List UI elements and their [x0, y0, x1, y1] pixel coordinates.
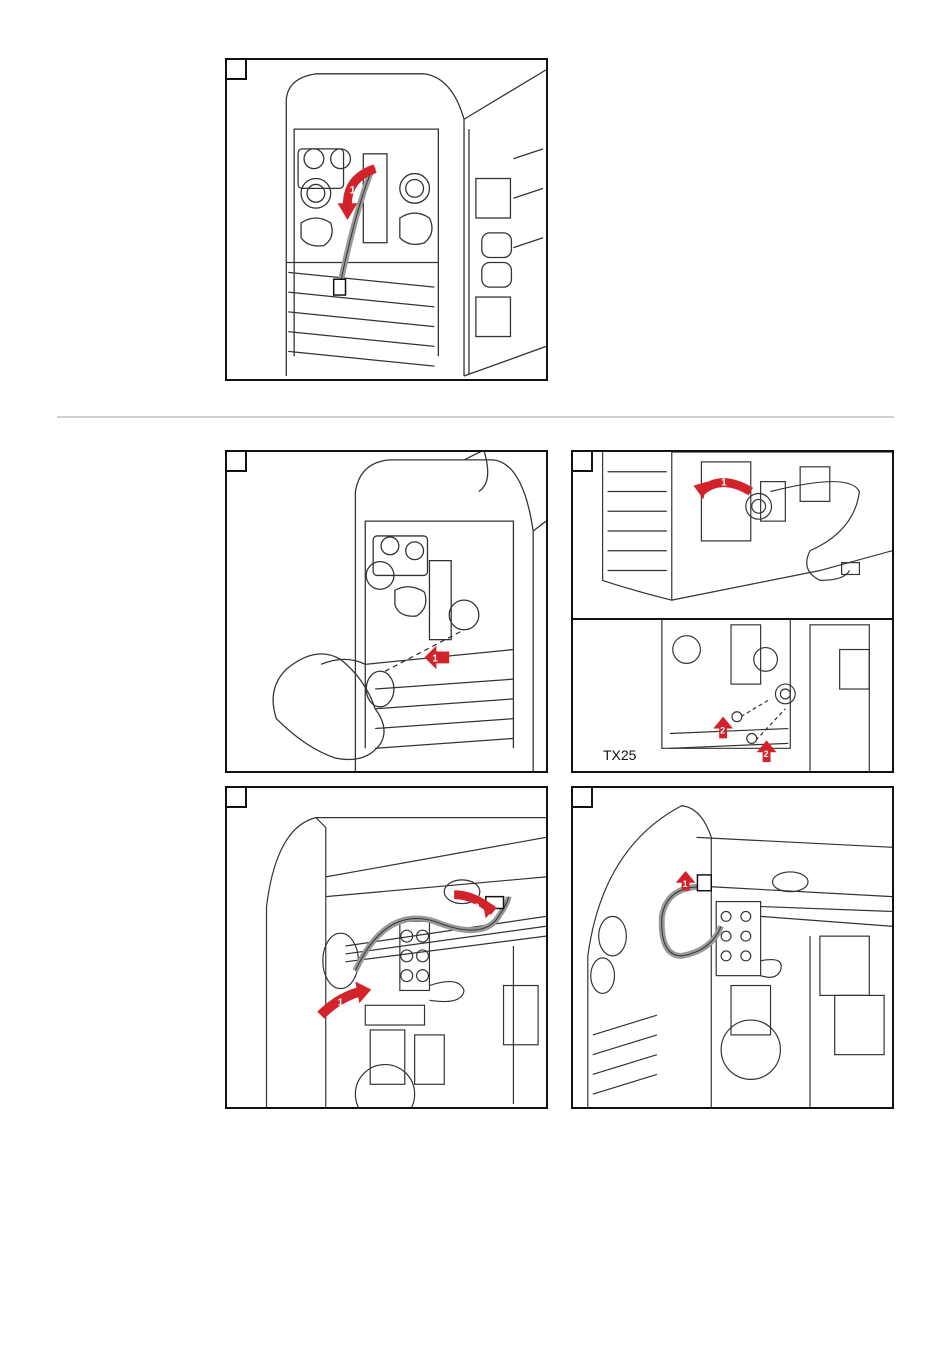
- cable-routing-illustration: 1 2: [227, 788, 546, 1107]
- step-number-box: [227, 60, 247, 80]
- section-divider: [57, 416, 894, 418]
- arrow-number: 2: [474, 902, 480, 913]
- tool-label: TX25: [603, 747, 636, 763]
- cap-removal-illustration: 1: [227, 452, 546, 771]
- illustration-panel-1: 1: [225, 58, 548, 381]
- cable-connection-illustration: 1: [573, 788, 892, 1107]
- arrow-number: 1: [721, 478, 727, 489]
- arrow-number: 1: [683, 879, 688, 889]
- sub-image-divider: [573, 618, 892, 620]
- step-number-box: [573, 788, 593, 808]
- illustration-panel-4: 1 2: [225, 786, 548, 1109]
- step-number-box: [227, 788, 247, 808]
- step-number-box: [573, 452, 593, 472]
- illustration-panel-2: 1: [225, 450, 548, 773]
- arrow-number: 2: [720, 725, 725, 735]
- arrow-number: 1: [349, 184, 355, 196]
- connector-mounting-illustration: 1 2 2: [573, 452, 892, 771]
- arrow-number: 1: [432, 653, 438, 664]
- arrow-number: 2: [764, 749, 769, 759]
- machine-front-illustration: 1: [227, 60, 546, 379]
- illustration-panel-3: 1 2 2 TX25: [571, 450, 894, 773]
- arrow-number: 1: [338, 997, 344, 1008]
- step-number-box: [227, 452, 247, 472]
- illustration-panel-5: 1: [571, 786, 894, 1109]
